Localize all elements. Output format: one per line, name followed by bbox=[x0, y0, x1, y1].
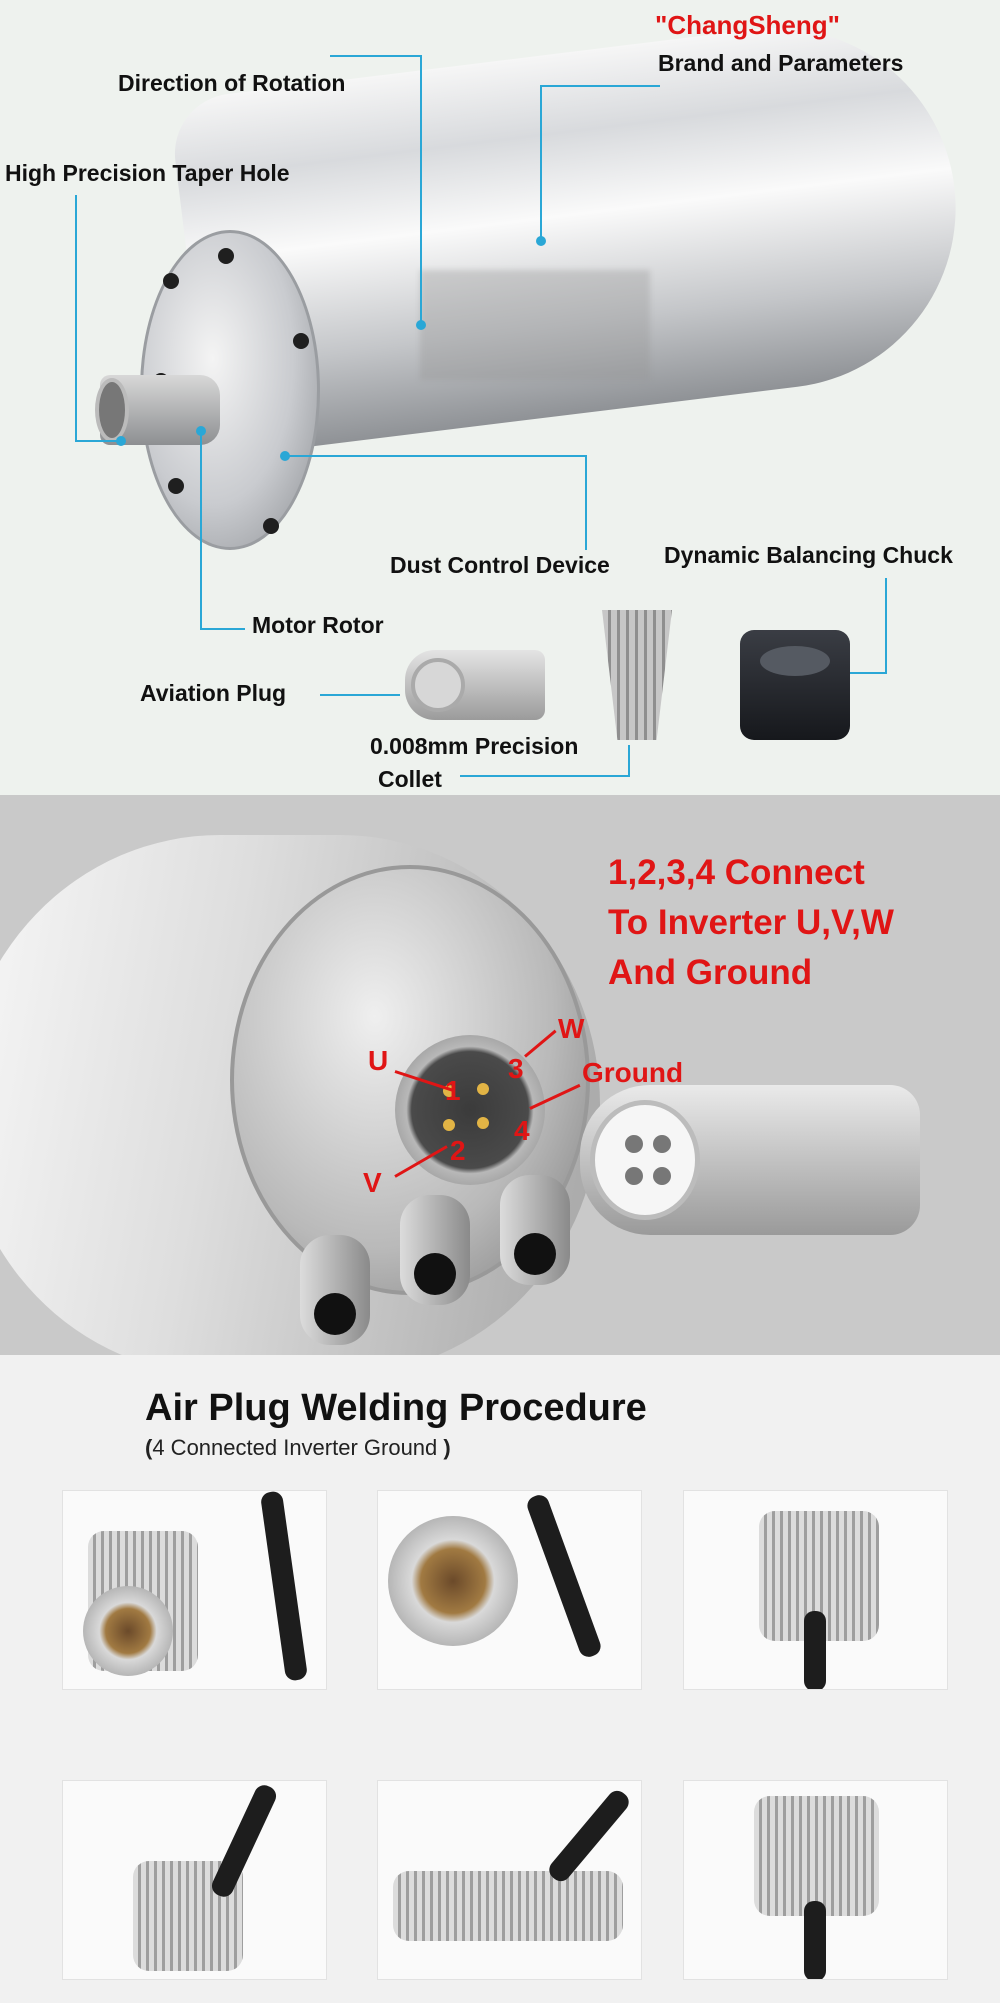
procedure-photo-5 bbox=[377, 1780, 642, 1980]
callout-dot bbox=[416, 320, 426, 330]
subtitle-text: 4 Connected Inverter Ground bbox=[152, 1435, 438, 1460]
dust-control-label: Dust Control Device bbox=[390, 552, 610, 578]
aviation-plug-connector-image bbox=[580, 1085, 920, 1235]
callout-line bbox=[540, 85, 542, 240]
callout-dot bbox=[536, 236, 546, 246]
balancing-chuck-image bbox=[740, 630, 850, 740]
water-fitting bbox=[300, 1235, 370, 1345]
bolt bbox=[163, 273, 179, 289]
callout-dot bbox=[116, 436, 126, 446]
blurred-nameplate bbox=[420, 270, 650, 380]
bolt bbox=[263, 518, 279, 534]
callout-line bbox=[540, 85, 660, 87]
callout-line bbox=[460, 775, 630, 777]
water-fitting bbox=[400, 1195, 470, 1305]
procedure-photo-1 bbox=[62, 1490, 327, 1690]
chuck-label: Dynamic Balancing Chuck bbox=[664, 542, 953, 568]
procedure-photo-3 bbox=[683, 1490, 948, 1690]
callout-line bbox=[200, 430, 202, 628]
callout-line bbox=[420, 55, 422, 325]
callout-line bbox=[628, 745, 630, 775]
pin-4-label: 4 bbox=[514, 1115, 530, 1146]
connect-text-line2: To Inverter U,V,W bbox=[608, 903, 894, 942]
water-fitting bbox=[500, 1175, 570, 1285]
brand-params-label: Brand and Parameters bbox=[658, 50, 904, 76]
spindle-overview-panel: "ChangSheng" Brand and Parameters Direct… bbox=[0, 0, 1000, 795]
procedure-photo-2 bbox=[377, 1490, 642, 1690]
taper-hole-label: High Precision Taper Hole bbox=[5, 160, 290, 186]
pin-2-label: 2 bbox=[450, 1135, 466, 1166]
callout-line bbox=[285, 455, 585, 457]
motor-rotor-label: Motor Rotor bbox=[252, 612, 384, 638]
subtitle-close-paren: ) bbox=[437, 1435, 451, 1460]
wiring-panel: 1,2,3,4 Connect To Inverter U,V,W And Gr… bbox=[0, 795, 1000, 1355]
procedure-photo-6 bbox=[683, 1780, 948, 1980]
brand-name: "ChangSheng" bbox=[655, 10, 840, 40]
callout-line bbox=[330, 55, 420, 57]
direction-label: Direction of Rotation bbox=[118, 70, 346, 96]
callout-line bbox=[75, 440, 120, 442]
connect-text-line3: And Ground bbox=[608, 953, 813, 992]
bolt bbox=[218, 248, 234, 264]
aviation-plug-image bbox=[405, 650, 545, 720]
pin-3-label: 3 bbox=[508, 1053, 524, 1084]
callout-dot bbox=[196, 426, 206, 436]
collet-label-line2: Collet bbox=[378, 766, 442, 792]
callout-dot bbox=[280, 451, 290, 461]
callout-line bbox=[200, 628, 245, 630]
callout-line bbox=[585, 455, 587, 550]
label-v: V bbox=[363, 1167, 382, 1198]
taper-hole bbox=[95, 378, 129, 442]
callout-line bbox=[850, 672, 887, 674]
callout-line bbox=[75, 195, 77, 440]
connect-text-line1: 1,2,3,4 Connect bbox=[608, 853, 865, 892]
collet-image bbox=[602, 610, 672, 740]
collet-label-line1: 0.008mm Precision bbox=[370, 733, 579, 759]
welding-procedure-panel: Air Plug Welding Procedure (4 Connected … bbox=[0, 1355, 1000, 2003]
callout-line bbox=[885, 578, 887, 672]
procedure-title: Air Plug Welding Procedure bbox=[145, 1387, 647, 1429]
label-ground: Ground bbox=[582, 1057, 684, 1088]
label-w: W bbox=[558, 1013, 585, 1044]
procedure-subtitle: (4 Connected Inverter Ground ) bbox=[145, 1435, 451, 1461]
bolt bbox=[293, 333, 309, 349]
bolt bbox=[168, 478, 184, 494]
aviation-plug-label: Aviation Plug bbox=[140, 680, 287, 706]
label-u: U bbox=[368, 1045, 389, 1076]
procedure-photo-4 bbox=[62, 1780, 327, 1980]
callout-line bbox=[320, 694, 400, 696]
subtitle-open-paren: ( bbox=[145, 1435, 153, 1460]
